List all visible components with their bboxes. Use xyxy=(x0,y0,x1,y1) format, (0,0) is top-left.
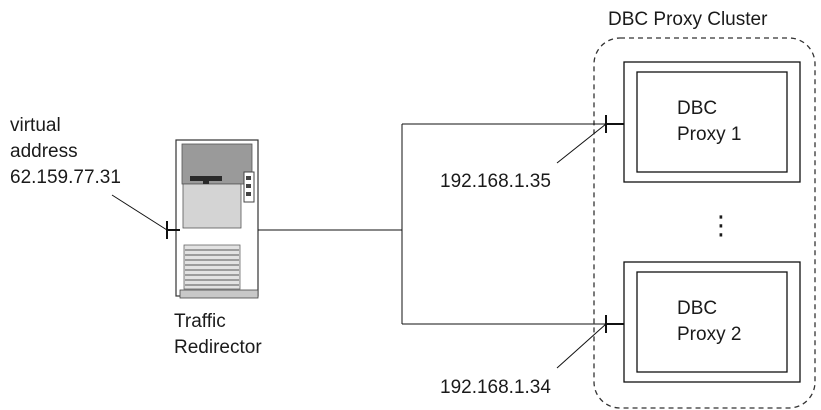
ellipsis-icon: ⋮ xyxy=(708,210,734,240)
proxy-2-label-line2: Proxy 2 xyxy=(677,324,742,345)
proxy-1-label-line1: DBC xyxy=(677,98,718,119)
virtual-address-ip: 62.159.77.31 xyxy=(10,167,121,188)
virtual-address-leader xyxy=(111,194,168,231)
redirector-label-line1: Traffic xyxy=(174,311,226,332)
server-icon xyxy=(175,139,259,299)
proxy-1-ip-leader xyxy=(556,123,607,164)
redirector-label-line2: Redirector xyxy=(174,337,262,358)
virtual-address-label-line1: virtual xyxy=(10,115,61,136)
cluster-boundary xyxy=(593,37,816,409)
proxy-2-box-inner xyxy=(636,271,788,373)
proxy-2-ip-leader xyxy=(556,323,607,369)
proxy-1-ip: 192.168.1.35 xyxy=(440,171,551,192)
proxy-2-label-line1: DBC xyxy=(677,298,718,319)
proxy-2-ip: 192.168.1.34 xyxy=(440,377,551,398)
proxy-1-box-inner xyxy=(636,71,788,173)
proxy-1-label-line2: Proxy 1 xyxy=(677,124,742,145)
virtual-address-label-line2: address xyxy=(10,141,78,162)
cluster-title: DBC Proxy Cluster xyxy=(608,9,768,30)
